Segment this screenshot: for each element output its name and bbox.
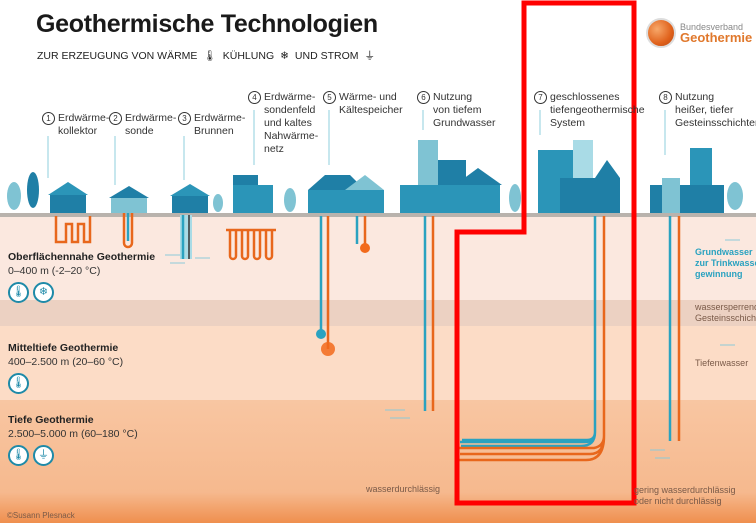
layer-middle [0, 326, 756, 400]
subtitle-power: UND STROM [294, 49, 359, 62]
zone-name: Oberflächennahe Geothermie [8, 251, 156, 263]
credit: ©Susann Plesnack [7, 511, 75, 520]
storage-shallow-hot [360, 243, 370, 253]
item-label: Erdwärme- Brunnen [194, 112, 246, 137]
item-label: Erdwärme- sondenfeld und kaltes Nahwärme… [264, 91, 319, 155]
zone-name: Mitteltiefe Geothermie [8, 342, 119, 354]
item-label: Erdwärme- sonde [125, 112, 177, 137]
item-number: 3 [178, 112, 191, 125]
subtitle-cooling: KÜHLUNG [222, 49, 275, 62]
zone-range: 2.500–5.000 m (60–180 °C) [8, 428, 138, 440]
globe-icon [646, 18, 676, 48]
plug-icon: ⏚ [364, 50, 376, 62]
thermometer-icon: 🌡 [8, 445, 29, 466]
note-grundwasser: Grundwasser zur Trinkwasser- gewinnung [695, 247, 756, 279]
trees [7, 172, 743, 212]
zone-name: Tiefe Geothermie [8, 414, 94, 426]
item-number: 5 [323, 91, 336, 104]
item-number: 6 [417, 91, 430, 104]
heat-storage-hot [321, 342, 335, 356]
item-number: 4 [248, 91, 261, 104]
zone-deep: Tiefe Geothermie 2.500–5.000 m (60–180 °C… [8, 413, 138, 466]
thermometer-icon: 🌡 [203, 50, 217, 62]
pipes [54, 213, 681, 462]
note-gering: gering wasserdurchlässig oder nicht durc… [634, 485, 736, 506]
subtitle-heat: ZUR ERZEUGUNG VON WÄRME [37, 49, 198, 62]
ground-line [0, 213, 756, 217]
heat-storage-cold [316, 329, 326, 339]
note-durchlaessig: wasserdurchlässig [366, 484, 441, 494]
zone-range: 0–400 m (-2–20 °C) [8, 265, 101, 277]
layer-shallow [0, 216, 756, 300]
note-tiefenwasser: Tiefenwasser [695, 358, 749, 368]
logo-line2: Geothermie [680, 30, 753, 45]
page-title: Geothermische Technologien [36, 10, 378, 38]
snowflake-icon: ❄ [280, 49, 289, 62]
buildings [48, 140, 724, 213]
thermometer-icon: 🌡 [8, 373, 29, 394]
item-number: 7 [534, 91, 547, 104]
logo-line1: Bundesverband [680, 22, 744, 32]
item-label: Wärme- und Kältespeicher [339, 91, 403, 116]
subtitle: ZUR ERZEUGUNG VON WÄRME 🌡 KÜHLUNG ❄ UND ST… [37, 48, 375, 63]
zone-range: 400–2.500 m (20–60 °C) [8, 356, 124, 368]
item-label: Nutzung heißer, tiefer Gesteinsschichten [675, 91, 756, 129]
snowflake-icon: ❄ [33, 282, 54, 303]
plug-icon: ⏚ [33, 445, 54, 466]
highlight-box [454, 0, 637, 506]
item-number: 2 [109, 112, 122, 125]
water-dashes [165, 239, 740, 459]
item-label: Erdwärme- kollektor [58, 112, 110, 137]
layer-barrier [0, 300, 756, 326]
leader-lines [47, 110, 666, 185]
zone-middle: Mitteltiefe Geothermie 400–2.500 m (20–60… [8, 341, 123, 394]
zone-shallow: Oberflächennahe Geothermie 0–400 m (-2–20… [8, 250, 155, 303]
thermometer-icon: 🌡 [8, 282, 29, 303]
item-number: 1 [42, 112, 55, 125]
item-label: geschlossenes tiefengeothermische System [550, 91, 645, 129]
item-number: 8 [659, 91, 672, 104]
item-label: Nutzung von tiefem Grundwasser [433, 91, 496, 129]
note-sperrend: wassersperrende Gesteinsschicht [695, 302, 756, 323]
